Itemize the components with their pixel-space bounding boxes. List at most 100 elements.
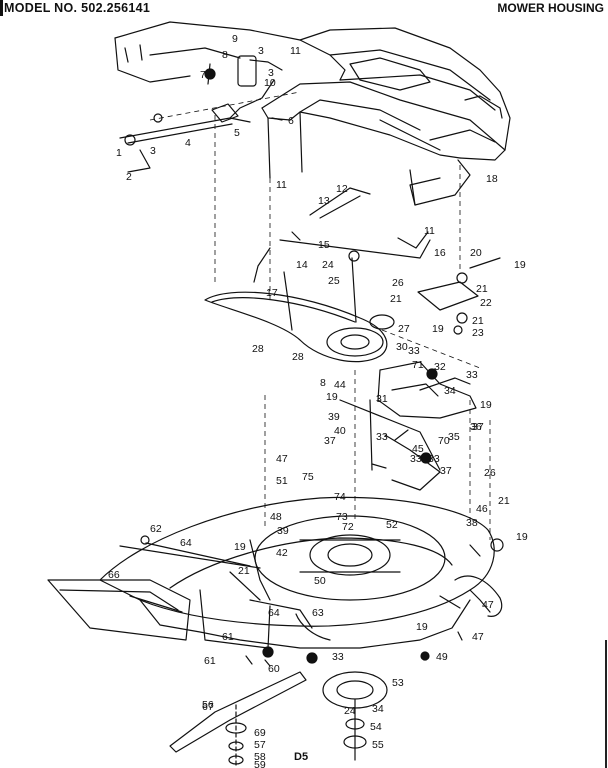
callout: 3 [268, 67, 274, 79]
callout: 33 [466, 369, 478, 381]
callout: 54 [370, 721, 382, 733]
callout: 24 [344, 705, 356, 717]
callout: 51 [276, 475, 288, 487]
callout: 11 [424, 225, 435, 237]
callout: 33 [428, 453, 440, 465]
callout: 3 [150, 145, 156, 157]
callout: 19 [432, 323, 444, 335]
tractor-frame [114, 21, 511, 206]
callout-labels: 1 2 3 3 3 4 5 6 7 8 9 10 11 11 11 12 13 … [108, 33, 528, 768]
leader-lines [149, 91, 491, 540]
callout: 50 [314, 575, 326, 587]
callout: 5 [234, 127, 240, 139]
callout: 57 [254, 739, 266, 751]
callout: 23 [472, 327, 484, 339]
callout: 31 [376, 393, 388, 405]
callout: 28 [292, 351, 304, 363]
header-left-rule [0, 0, 3, 16]
callout: 21 [390, 293, 402, 305]
callout: 74 [334, 491, 346, 503]
callout: 70 [438, 435, 450, 447]
callout: 8 [222, 49, 228, 61]
drive-belt [204, 291, 395, 363]
callout: 59 [254, 759, 266, 768]
callout: 33 [376, 431, 388, 443]
callout: 8 [320, 377, 326, 389]
callout: 37 [440, 465, 452, 477]
callout: 26 [484, 467, 496, 479]
callout: 69 [254, 727, 266, 739]
callout: 11 [276, 179, 287, 191]
callout: 53 [392, 677, 404, 689]
callout: 75 [302, 471, 314, 483]
callout: 2 [126, 171, 132, 183]
mower-deck [99, 496, 495, 649]
callout: 37 [324, 435, 336, 447]
callout: 19 [480, 399, 492, 411]
header-bar: MODEL NO. 502.256141 MOWER HOUSING [0, 0, 608, 16]
callout: 19 [234, 541, 246, 553]
callout: 38 [466, 517, 478, 529]
callout: 46 [476, 503, 488, 515]
callout: 39 [277, 525, 289, 537]
callout: 20 [470, 247, 482, 259]
callout: 58 [254, 751, 266, 763]
callout: 32 [434, 361, 446, 373]
callout: 4 [185, 137, 191, 149]
callout: 73 [336, 511, 348, 523]
callout: 33 [332, 651, 344, 663]
callout: 52 [386, 519, 398, 531]
callout: 6 [288, 115, 294, 127]
callout: 47 [276, 453, 288, 465]
model-number: MODEL NO. 502.256141 [4, 1, 151, 15]
right-brackets [339, 257, 501, 491]
page-edge-rule [605, 640, 607, 768]
callout: 13 [318, 195, 330, 207]
callout: 33 [410, 453, 422, 465]
blade-spindle [169, 671, 388, 768]
callout: 35 [448, 431, 460, 443]
callout: 21 [498, 495, 510, 507]
callout: 42 [276, 547, 288, 559]
callout: 66 [108, 569, 120, 581]
callout: 26 [392, 277, 404, 289]
callout: 71 [412, 359, 424, 371]
callout: 19 [326, 391, 338, 403]
callout: 18 [486, 173, 498, 185]
callout: 1 [116, 147, 122, 159]
callout: 24 [322, 259, 334, 271]
callout: 48 [270, 511, 282, 523]
callout: 19 [514, 259, 526, 271]
callout: 56 [202, 699, 214, 711]
callout: 34 [372, 703, 384, 715]
callout: 63 [312, 607, 324, 619]
callout: 16 [434, 247, 446, 259]
callout: 44 [334, 379, 346, 391]
callout: 12 [336, 183, 348, 195]
callout: 19 [516, 531, 528, 543]
callout: 21 [472, 315, 484, 327]
callout: 64 [268, 607, 280, 619]
callout: 33 [408, 345, 420, 357]
callout: 39 [328, 411, 340, 423]
page-code: D5 [294, 751, 308, 763]
callout: 62 [150, 523, 162, 535]
long-rods [145, 539, 461, 609]
section-title: MOWER HOUSING [497, 1, 604, 15]
callout: 67 [202, 701, 214, 713]
callout: 36 [470, 421, 482, 433]
cable-rods [253, 187, 431, 331]
callout: 72 [342, 521, 354, 533]
callout: 15 [318, 239, 330, 251]
discharge-chute [47, 535, 261, 641]
callout: 17 [266, 287, 278, 299]
callout: 47 [472, 631, 484, 643]
callout: 21 [238, 565, 250, 577]
callout: 34 [444, 385, 456, 397]
callout: 9 [232, 33, 238, 45]
callout: 21 [476, 283, 488, 295]
callout: 30 [396, 341, 408, 353]
callout: 14 [296, 259, 308, 271]
callout: 61 [222, 631, 234, 643]
